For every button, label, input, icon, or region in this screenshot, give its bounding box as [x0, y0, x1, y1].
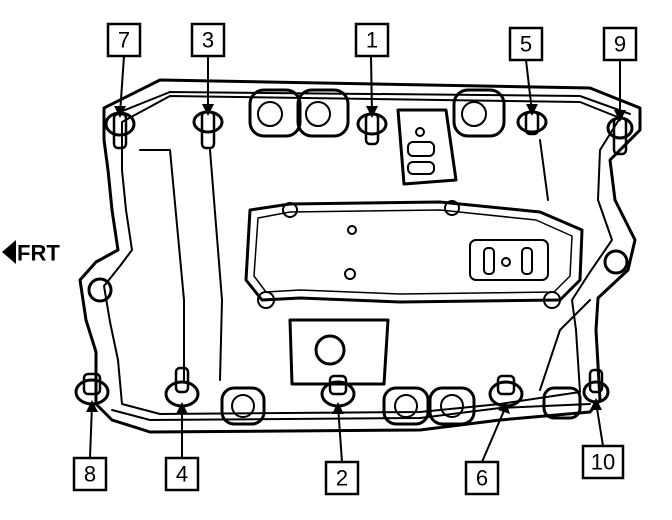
- bolt-head-4: [164, 366, 200, 408]
- callout-1-label: 1: [366, 28, 378, 53]
- lower-port-c-bore: [440, 394, 464, 418]
- bolt-head-6: [488, 374, 524, 408]
- leader-5: [525, 59, 533, 113]
- upper-port-a: [248, 88, 302, 138]
- upper-port-c-bore: [461, 101, 487, 127]
- callout-6-label: 6: [476, 466, 488, 491]
- right-end-hole: [603, 249, 629, 275]
- callout-9: 9: [602, 26, 638, 62]
- manifold-flange-inner: [103, 95, 621, 415]
- plenum-nameplate: [469, 239, 549, 281]
- bolt-head-10: [582, 368, 610, 404]
- callout-4-label: 4: [176, 462, 188, 487]
- leader-8: [89, 403, 93, 459]
- center-bracket-slot: [407, 141, 435, 157]
- callout-6: 6: [464, 460, 500, 496]
- center-bracket: [396, 108, 458, 186]
- right-rib: [539, 139, 549, 201]
- plenum-cover-inner: [253, 209, 573, 295]
- leader-1: [370, 55, 373, 115]
- manifold-body: [78, 78, 642, 434]
- center-bracket-hole: [415, 127, 425, 137]
- left-end-hole: [87, 277, 113, 303]
- lower-center-hole: [314, 334, 346, 366]
- leader-6: [481, 405, 507, 463]
- lower-port-b-bore: [394, 394, 418, 418]
- callout-7: 7: [106, 22, 142, 58]
- right-rib-2: [539, 299, 591, 391]
- callout-3-label: 3: [202, 28, 214, 53]
- callout-9-label: 9: [614, 32, 626, 57]
- front-direction-indicator: FRT: [2, 240, 60, 266]
- bolt-head-1: [356, 112, 388, 146]
- upper-port-a-bore: [257, 101, 283, 127]
- callout-2-label: 2: [336, 466, 348, 491]
- callout-10-label: 10: [591, 450, 615, 475]
- bolt-head-3: [192, 110, 224, 150]
- leader-2: [337, 405, 343, 463]
- plenum-bolt-d: [257, 291, 275, 309]
- front-label: FRT: [17, 241, 60, 266]
- upper-gasket-edge: [119, 91, 631, 115]
- bolt-head-2: [320, 374, 356, 408]
- upper-port-b: [296, 88, 350, 138]
- leader-7: [119, 55, 125, 115]
- left-rib-2: [209, 149, 223, 381]
- callout-7-label: 7: [118, 28, 130, 53]
- plenum-bolt-a: [282, 202, 298, 218]
- lower-port-d: [542, 386, 582, 420]
- front-arrow-icon: [2, 240, 16, 264]
- callout-4: 4: [164, 456, 200, 492]
- lower-gasket-edge: [111, 403, 591, 421]
- leader-lines: [89, 55, 621, 463]
- callout-1: 1: [354, 22, 390, 58]
- lower-port-b: [382, 386, 430, 426]
- callout-10: 10: [581, 444, 625, 480]
- callouts: 1 2 3 4 5 6 7 8: [72, 22, 638, 496]
- callout-2: 2: [324, 460, 360, 496]
- center-bracket-slot-2: [407, 161, 435, 175]
- callout-5-label: 5: [520, 32, 532, 57]
- callout-8: 8: [72, 456, 108, 492]
- callout-8-label: 8: [84, 462, 96, 487]
- manifold-flange-outline: [78, 78, 642, 434]
- plenum-bolt-e: [543, 291, 561, 309]
- bolt-head-8: [74, 372, 110, 406]
- plenum-bolt-c: [344, 268, 356, 280]
- lower-port-a-bore: [231, 394, 255, 418]
- plenum-slot: [483, 247, 495, 275]
- left-rib: [139, 149, 185, 381]
- lower-center-boss: [288, 318, 390, 386]
- callout-3: 3: [190, 22, 226, 58]
- upper-port-c: [452, 88, 506, 138]
- plenum-slot-2: [521, 247, 533, 275]
- callout-5: 5: [508, 26, 544, 62]
- plenum-bolt-f: [347, 225, 357, 235]
- lower-port-c: [428, 386, 476, 426]
- leader-arrowheads: [86, 104, 626, 414]
- upper-port-b-bore: [305, 101, 331, 127]
- lower-port-a: [220, 386, 266, 426]
- plenum-dot: [501, 257, 511, 267]
- plenum-bolt-b: [444, 200, 460, 216]
